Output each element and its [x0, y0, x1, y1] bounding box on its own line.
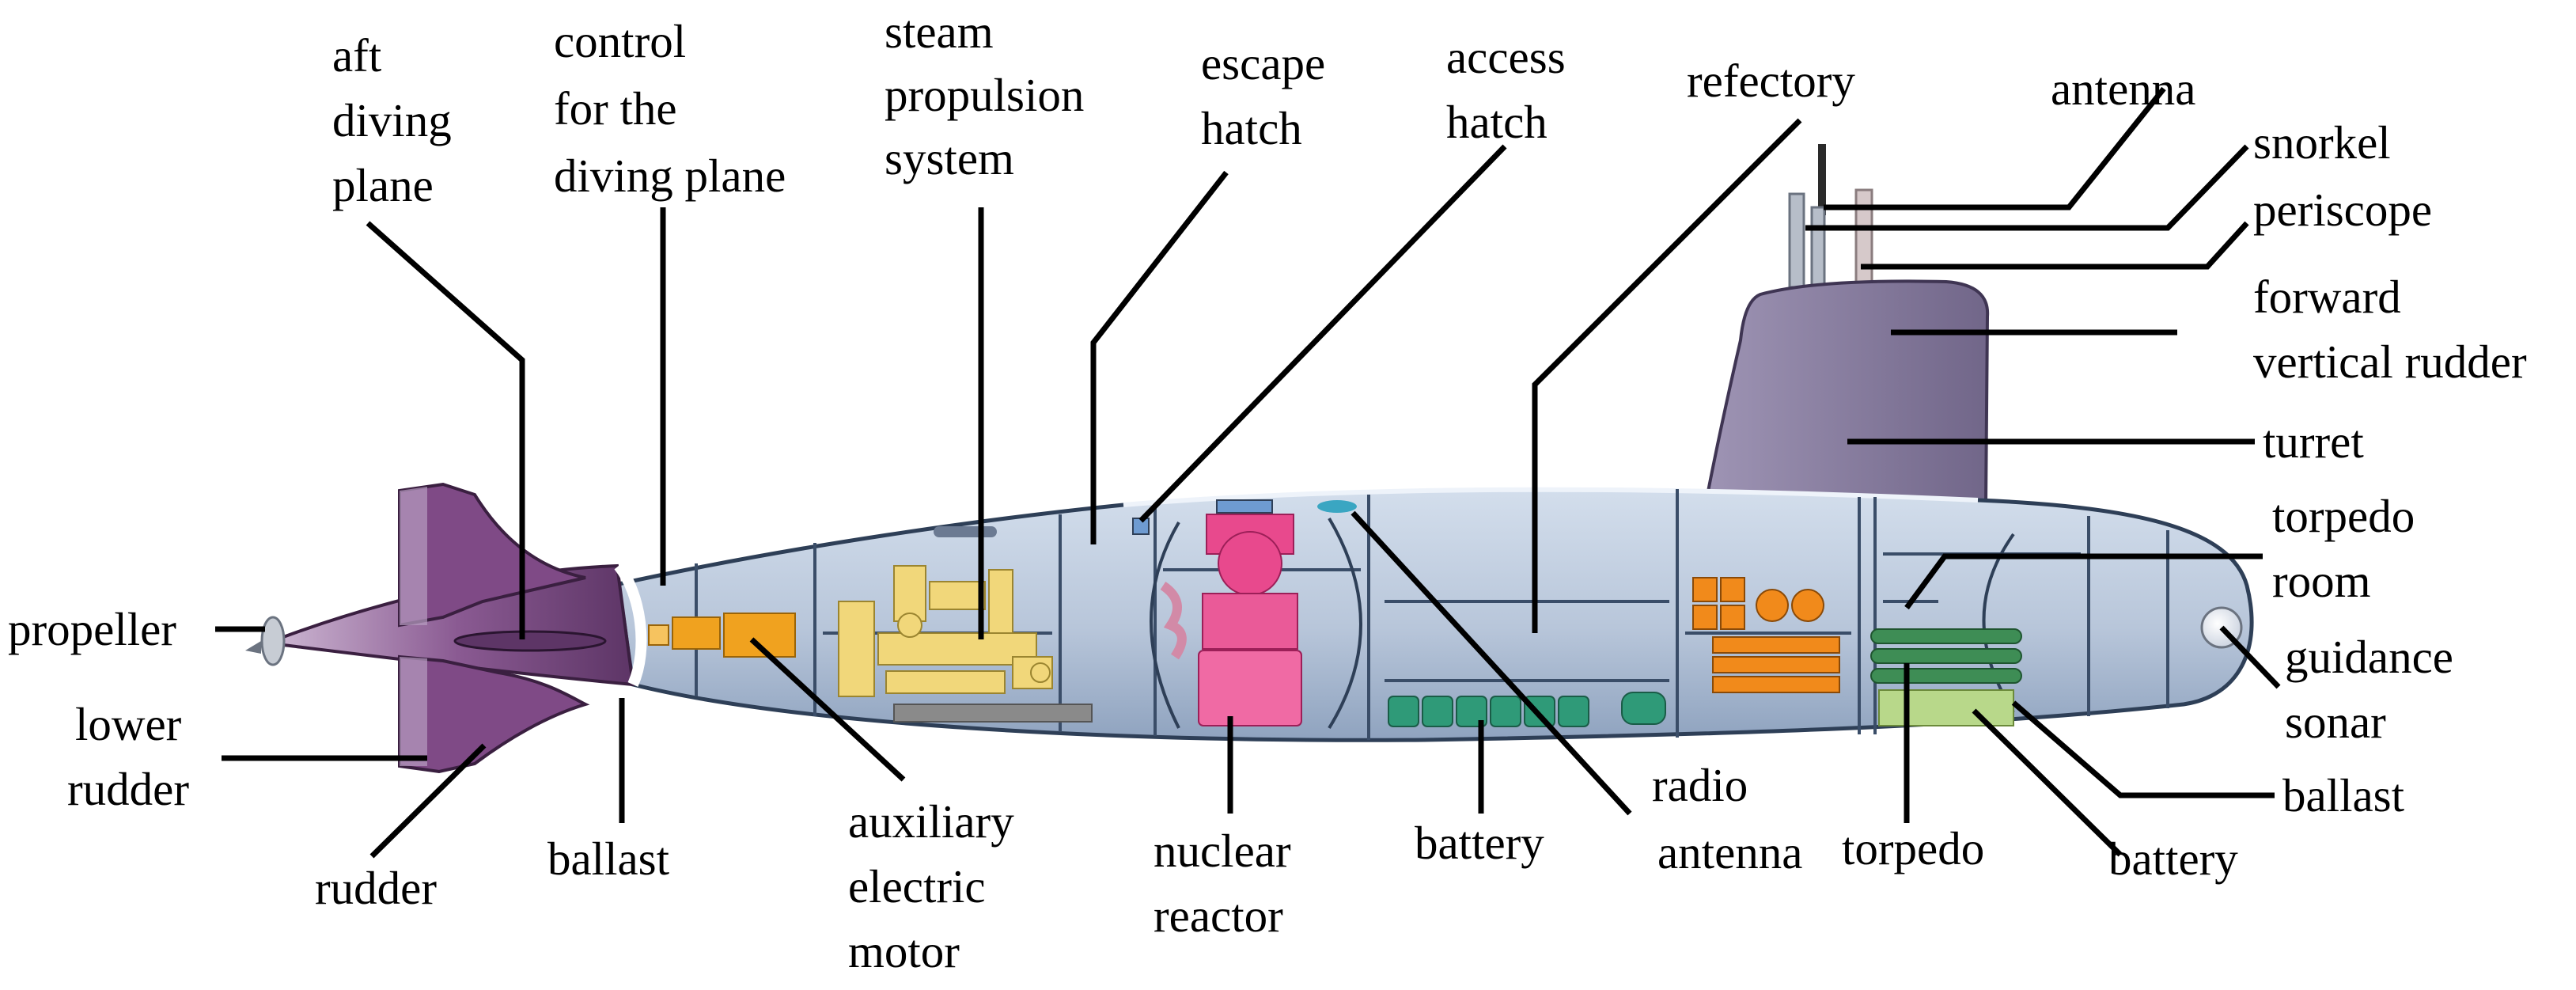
label-lower-rudder: lower rudder	[67, 698, 193, 815]
snorkel-mast	[1788, 192, 1805, 289]
reactor-wall-fwd	[1328, 517, 1362, 730]
radio-antenna-shape	[1317, 500, 1357, 513]
label-access-hatch: access hatch	[1446, 31, 1577, 148]
torpedoes-shape	[1870, 628, 2022, 684]
upper-rudder-fin	[398, 482, 586, 628]
deck-highlight	[1123, 487, 1979, 507]
gear-rail	[893, 704, 1093, 723]
torpedo-tubes-shape	[1878, 689, 2014, 726]
label-snorkel: snorkel	[2253, 116, 2391, 169]
label-propeller: propeller	[8, 603, 176, 655]
leader-battery-fwd	[1972, 708, 2123, 857]
upper-rudder-fin-face	[400, 487, 427, 625]
label-torpedo: torpedo	[1842, 822, 1984, 874]
label-ballast-fwd: ballast	[2282, 769, 2405, 821]
lower-rudder-fin	[398, 654, 590, 774]
lower-rudder-fin-face	[400, 657, 427, 766]
reactor-wall-aft	[1150, 521, 1180, 729]
label-radio-antenna: radio antenna	[1652, 759, 1802, 878]
label-torpedo-room: torpedo room	[2272, 490, 2426, 607]
leader-escape-hatch	[1090, 170, 1229, 544]
refectory-equipment	[1692, 577, 1840, 693]
submarine	[245, 144, 2254, 774]
leader-refectory	[1532, 118, 1802, 633]
leader-lines	[215, 86, 2281, 859]
leader-radio-antenna	[1351, 510, 1632, 816]
aux-motor-block-3	[648, 624, 669, 646]
label-battery-mid: battery	[1415, 817, 1544, 869]
label-escape-hatch: escape hatch	[1201, 37, 1337, 154]
label-turret: turret	[2263, 415, 2364, 468]
tail-ring	[614, 562, 647, 687]
label-periscope: periscope	[2253, 184, 2432, 236]
label-battery-fwd: battery	[2108, 833, 2238, 885]
label-refectory: refectory	[1687, 55, 1855, 107]
leader-rudder	[369, 743, 487, 859]
label-nuclear-reactor: nuclear reactor	[1154, 825, 1302, 942]
label-rudder: rudder	[315, 862, 437, 914]
label-auxiliary-motor: auxiliary electric motor	[848, 795, 1025, 977]
label-aft-diving-plane: aft diving plane	[332, 29, 464, 211]
leader-aft-diving-plane	[366, 221, 525, 639]
label-ballast-aft: ballast	[547, 833, 670, 885]
leader-antenna	[1824, 86, 2166, 211]
steam-pipe	[934, 526, 997, 537]
leader-snorkel	[1805, 144, 2249, 231]
nuclear-reactor-shape	[1198, 514, 1302, 726]
mid-battery-cells	[1388, 692, 1666, 727]
labels: aft diving plane control for the diving …	[8, 6, 2527, 977]
leader-ballast-fwd	[2011, 700, 2275, 798]
label-antenna: antenna	[2051, 63, 2195, 115]
label-guidance-sonar: guidance sonar	[2285, 631, 2465, 748]
snorkel-mast-2	[1810, 206, 1826, 288]
tail-cone	[282, 563, 635, 687]
aft-diving-plane-shape	[453, 630, 607, 652]
leader-periscope	[1861, 221, 2249, 270]
label-forward-vertical-rudder: forward vertical rudder	[2253, 271, 2527, 388]
access-hatch-shape	[1216, 499, 1273, 514]
leader-guidance-sonar	[2219, 625, 2281, 689]
label-steam-propulsion: steam propulsion system	[885, 6, 1096, 184]
aux-motor-block-1	[672, 616, 721, 650]
masts	[1788, 144, 1873, 290]
steam-propulsion-machinery	[838, 565, 1053, 697]
leader-access-hatch	[1138, 144, 1507, 523]
antenna-mast	[1818, 144, 1826, 215]
label-control-diving-plane: control for the diving plane	[554, 15, 786, 202]
propeller-shape	[245, 616, 286, 666]
leader-auxiliary-motor	[749, 637, 906, 782]
reactor-shield-fins	[1160, 582, 1187, 660]
leader-torpedo-room	[1904, 553, 2263, 610]
